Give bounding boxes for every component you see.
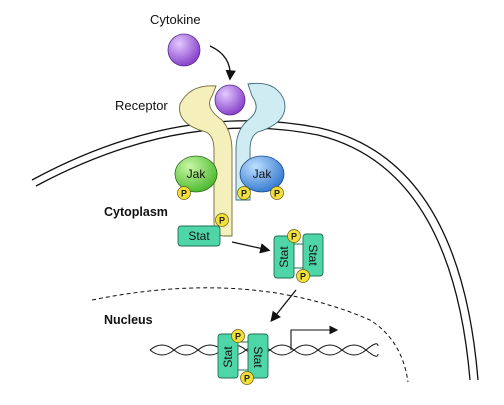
stat-dna-right <box>247 333 269 379</box>
binding-arrow <box>209 45 236 81</box>
dna-strand-2 <box>149 343 379 356</box>
stat-dna-phosphate-top-label: P <box>235 332 241 342</box>
cytoplasm-label: Cytoplasm <box>104 205 168 219</box>
stat-dimer-right-label: Stat <box>306 244 320 266</box>
stat-dna-phosphate-top <box>231 329 245 343</box>
stat-docked <box>177 225 221 247</box>
stat-dna-phosphate-bottom <box>240 371 254 385</box>
jak-left-phosphate <box>177 186 191 200</box>
stat-dimer-phosphate-bottom <box>296 269 310 283</box>
jak-left <box>174 155 218 193</box>
jak-right-phosphate-2-label: P <box>274 189 280 199</box>
stat-dimer-phosphate-bottom-label: P <box>300 272 306 282</box>
stat-dna-phosphate-bottom-label: P <box>244 374 250 384</box>
stat-dimer-phosphate-top <box>287 229 301 243</box>
stat-dna-left <box>217 333 239 379</box>
stat-dna-left-label: Stat <box>221 346 235 368</box>
stat-dimer-left <box>273 235 295 279</box>
jak-right-label: Jak <box>253 167 273 181</box>
stat-docked-label: Stat <box>188 229 210 243</box>
jak-right-phosphate-2 <box>270 186 284 200</box>
cell-membrane-inner <box>35 127 471 381</box>
cytokine-free <box>167 33 201 67</box>
jak-left-phosphate-label: P <box>181 189 187 199</box>
jak-right <box>239 155 285 193</box>
cytokine-bound <box>214 84 246 116</box>
receptor-label: Receptor <box>115 98 168 113</box>
dimerization-arrow <box>231 241 271 254</box>
jak-right-phosphate-1 <box>237 186 251 200</box>
jak-left-label: Jak <box>187 167 207 181</box>
stat-dimer-left-label: Stat <box>277 246 291 268</box>
jak-right-phosphate-1-label: P <box>241 189 247 199</box>
receptor-phosphate-label: P <box>219 216 225 226</box>
cytokine-label: Cytokine <box>150 12 201 27</box>
transcription-start-arrow <box>290 325 339 350</box>
cell-membrane <box>31 120 479 381</box>
stat-dimer-phosphate-top-label: P <box>291 232 297 242</box>
nuclear-envelope <box>91 287 409 383</box>
stat-dimer-right <box>302 233 324 277</box>
receptor-left-chain <box>179 85 233 237</box>
receptor-phosphate <box>215 213 229 227</box>
nuclear-translocation-arrow <box>270 289 297 323</box>
stat-dna-right-label: Stat <box>251 346 265 368</box>
nucleus-label: Nucleus <box>104 313 153 327</box>
